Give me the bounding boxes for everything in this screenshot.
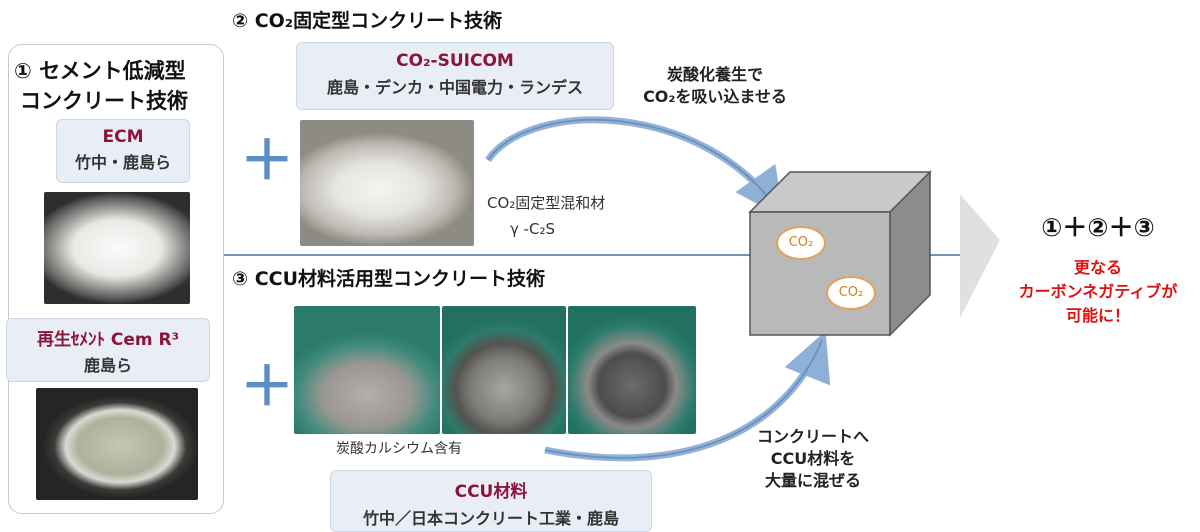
result-line2: カーボンネガティブが bbox=[1018, 282, 1178, 301]
suicom-photo bbox=[300, 120, 474, 246]
co2-bubble-2-label: CO₂ bbox=[838, 285, 864, 300]
cemr3-name: 再生ｾﾒﾝﾄ Cem R³ bbox=[36, 330, 180, 350]
co2-bubble-2: CO₂ bbox=[826, 276, 876, 310]
ecm-name: ECM bbox=[102, 127, 144, 147]
plus-icon-upper: ＋ bbox=[240, 129, 294, 192]
ccu-photo-coarse bbox=[568, 306, 696, 434]
ccu-caption: 炭酸カルシウム含有 bbox=[336, 441, 462, 457]
step1-title: ① セメント低減型 コンクリート技術 bbox=[14, 56, 224, 116]
result-line1: 更なる bbox=[1073, 258, 1122, 277]
step3-heading: ③ CCU材料活用型コンクリート技術 bbox=[232, 268, 546, 290]
ccu-label-box: CCU材料 竹中／日本コンクリート工業・鹿島 bbox=[330, 470, 652, 532]
result-formula: ①＋②＋③ bbox=[1041, 213, 1155, 242]
step1-title-line2: コンクリート技術 bbox=[20, 89, 188, 113]
ecm-org: 竹中・鹿島ら bbox=[74, 153, 171, 172]
ccu-photo-fine bbox=[294, 306, 440, 434]
co2-absorb-note-line2: CO₂を吸い込ませる bbox=[643, 87, 787, 106]
co2-absorb-note: 炭酸化養生で CO₂を吸い込ませる bbox=[620, 64, 810, 108]
ccu-mix-note: コンクリートへ CCU材料を 大量に混ぜる bbox=[718, 426, 908, 492]
cemr3-label-box: 再生ｾﾒﾝﾄ Cem R³ 鹿島ら bbox=[6, 318, 210, 382]
cemr3-org: 鹿島ら bbox=[83, 356, 132, 375]
material-formula: γ -C₂S bbox=[510, 220, 556, 238]
result-line3: 可能に！ bbox=[1065, 306, 1130, 325]
ccu-mix-note-line3: 大量に混ぜる bbox=[764, 471, 861, 490]
suicom-name: CO₂-SUICOM bbox=[396, 51, 514, 71]
co2-bubble-1: CO₂ bbox=[776, 226, 826, 260]
ecm-photo bbox=[44, 192, 190, 304]
ccu-photo-medium bbox=[442, 306, 566, 434]
co2-bubble-1-label: CO₂ bbox=[788, 235, 814, 250]
ccu-org: 竹中／日本コンクリート工業・鹿島 bbox=[362, 509, 619, 528]
ccu-mix-note-line2: CCU材料を bbox=[770, 449, 856, 468]
ccu-mix-note-line1: コンクリートへ bbox=[756, 427, 869, 446]
ecm-label-box: ECM 竹中・鹿島ら bbox=[56, 119, 190, 183]
co2-absorb-note-line1: 炭酸化養生で bbox=[666, 65, 763, 84]
suicom-org: 鹿島・デンカ・中国電力・ランデス bbox=[326, 78, 583, 97]
result-arrow bbox=[960, 194, 1000, 318]
step1-title-line1: ① セメント低減型 bbox=[14, 59, 186, 83]
step2-heading: ② CO₂固定型コンクリート技術 bbox=[232, 10, 503, 32]
material-name: CO₂固定型混和材 bbox=[487, 194, 606, 212]
suicom-label-box: CO₂-SUICOM 鹿島・デンカ・中国電力・ランデス bbox=[296, 42, 614, 110]
concrete-block bbox=[748, 170, 932, 337]
plus-icon-lower: ＋ bbox=[240, 355, 294, 418]
ccu-name: CCU材料 bbox=[454, 482, 528, 502]
result-message: 更なる カーボンネガティブが 可能に！ bbox=[1000, 256, 1196, 328]
cemr3-photo bbox=[36, 388, 198, 500]
